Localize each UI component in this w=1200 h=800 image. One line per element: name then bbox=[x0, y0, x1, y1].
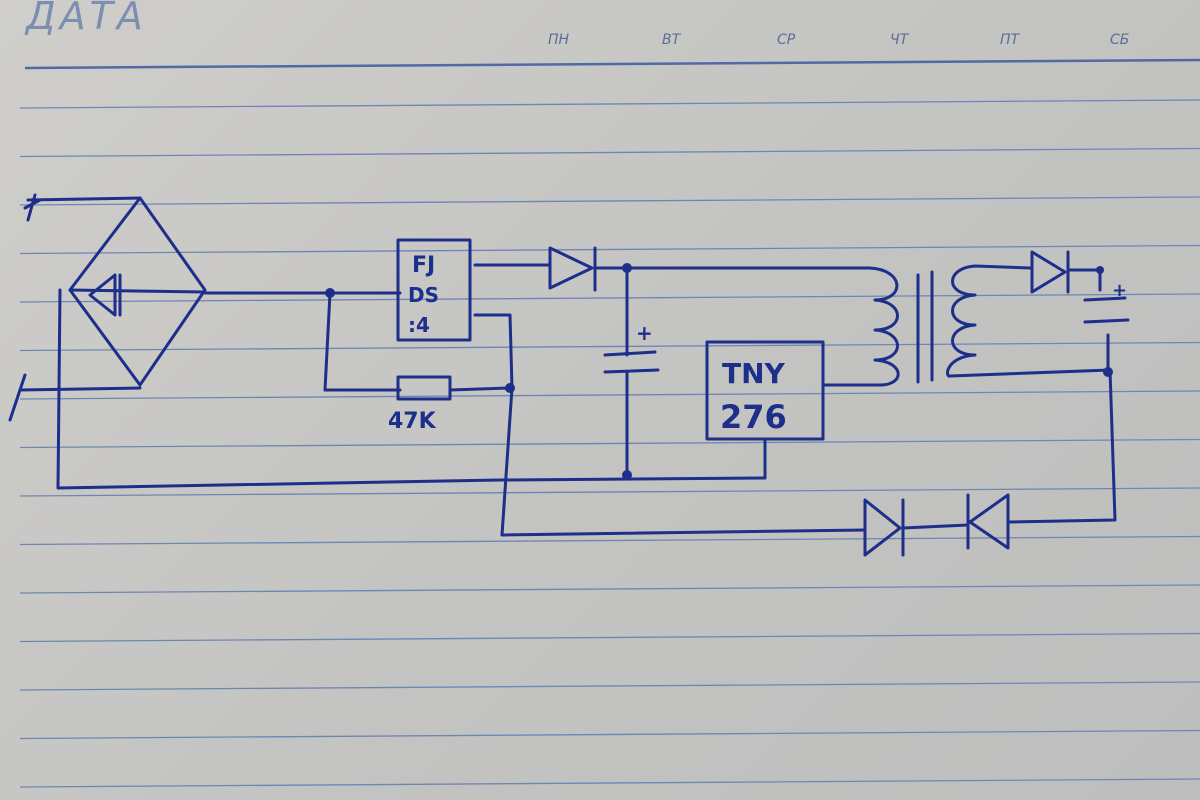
chip-label-2: DS bbox=[408, 283, 439, 307]
ruled-line bbox=[19, 244, 1200, 255]
ruled-line bbox=[19, 341, 1200, 352]
ruled-line bbox=[19, 487, 1200, 497]
capacitor: + bbox=[603, 321, 660, 374]
chip-label-1: FJ bbox=[412, 253, 435, 278]
feedback-diodes bbox=[863, 493, 1010, 557]
day-tue: ВТ bbox=[662, 32, 681, 48]
ruled-line bbox=[19, 729, 1200, 740]
day-mon: ПН bbox=[548, 32, 570, 48]
day-wed: СР bbox=[777, 32, 796, 48]
output-plus: + bbox=[1112, 280, 1127, 301]
header-rule bbox=[24, 58, 1200, 70]
date-heading: ДАТА bbox=[26, 0, 147, 38]
chip-label-3: :4 bbox=[408, 313, 430, 337]
ruled-line bbox=[19, 632, 1200, 643]
ruled-line bbox=[19, 584, 1200, 594]
ic-label-1: TNY bbox=[722, 357, 786, 390]
ruled-line bbox=[19, 147, 1200, 158]
diode bbox=[548, 246, 597, 292]
controller-chip: FJ DS :4 bbox=[396, 238, 472, 342]
day-thu: ЧТ bbox=[890, 32, 909, 48]
ruled-line bbox=[19, 681, 1200, 691]
ic-label-2: 276 bbox=[720, 398, 787, 436]
ruled-line bbox=[19, 99, 1200, 109]
day-fri: ПТ bbox=[1000, 32, 1020, 48]
ruled-line bbox=[19, 293, 1200, 303]
ruled-line bbox=[19, 390, 1200, 400]
output-rectifier: + bbox=[1030, 250, 1130, 324]
cap-plus: + bbox=[636, 321, 653, 345]
ruled-lines bbox=[19, 99, 1200, 788]
resistor-label: 47K bbox=[388, 409, 437, 434]
tny-ic: TNY 276 bbox=[705, 340, 825, 441]
wiring bbox=[203, 263, 1117, 537]
resistor: 47K bbox=[388, 375, 452, 434]
day-sat: СБ bbox=[1110, 32, 1130, 48]
transformer bbox=[868, 264, 1032, 387]
bridge-rectifier bbox=[8, 193, 502, 490]
junction-dots bbox=[325, 263, 1113, 480]
ruled-line bbox=[19, 778, 1200, 788]
ruled-line bbox=[19, 196, 1200, 206]
ruled-line bbox=[19, 535, 1200, 546]
ruled-line bbox=[19, 438, 1200, 449]
